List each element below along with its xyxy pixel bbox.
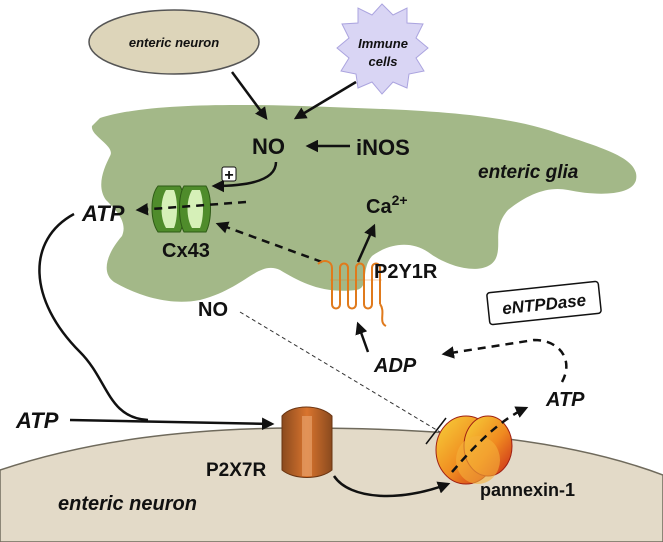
atp-bottom-left-label: ATP	[15, 408, 59, 433]
arrow-p2y1r-to-cx43	[215, 221, 323, 264]
inhibition-bar	[425, 417, 447, 445]
enteric-neuron-top-label: enteric neuron	[129, 35, 219, 50]
arrow-atp-to-adp	[441, 338, 568, 383]
p2y1r-label: P2Y1R	[374, 261, 438, 283]
arrow-adp-to-p2y1r	[355, 321, 370, 353]
immune-cells-label-1: Immune	[358, 36, 408, 51]
p2y1r-receptor	[317, 260, 387, 327]
cx43-channel	[151, 185, 211, 233]
cx43-label: Cx43	[162, 240, 210, 262]
arrow-cx43-to-atp	[135, 200, 247, 216]
no-mid-label: NO	[198, 299, 228, 321]
pannexin-label: pannexin-1	[480, 480, 575, 500]
arrow-atp-left-curve	[38, 212, 149, 422]
entpdase-box	[486, 280, 602, 326]
atp-right-label: ATP	[545, 389, 585, 411]
p2x7r-label: P2X7R	[206, 460, 266, 481]
plus-sign: +	[221, 166, 237, 184]
enteric-glia-label: enteric glia	[478, 162, 579, 183]
adp-label: ADP	[373, 355, 417, 377]
arrow-neuron-to-no	[230, 71, 268, 121]
arrow-no-to-cx43	[211, 161, 278, 193]
immune-cells-label-2: cells	[369, 54, 398, 69]
no-top-label: NO	[252, 134, 285, 159]
no-inhibition-line	[239, 311, 441, 433]
immune-cells-star	[336, 3, 429, 95]
enteric-glia-cell	[91, 104, 637, 302]
pannexin-1-channel	[435, 415, 513, 485]
p2x7r-channel	[281, 406, 333, 478]
inos-label: iNOS	[356, 135, 410, 160]
arrow-immune-to-no	[293, 80, 357, 120]
atp-left-label: ATP	[81, 201, 125, 226]
arrow-p2y1r-to-ca	[356, 223, 376, 263]
arrow-pannexin-to-atp	[451, 406, 529, 473]
ca-label: Ca2+	[366, 192, 408, 218]
arrow-p2x7r-to-pannexin	[332, 475, 451, 498]
svg-text:+: +	[224, 167, 233, 184]
enteric-neuron-top-cell	[88, 9, 260, 75]
arrow-atp-to-p2x7r	[69, 417, 275, 431]
enteric-neuron-bottom-label: enteric neuron	[58, 493, 197, 515]
